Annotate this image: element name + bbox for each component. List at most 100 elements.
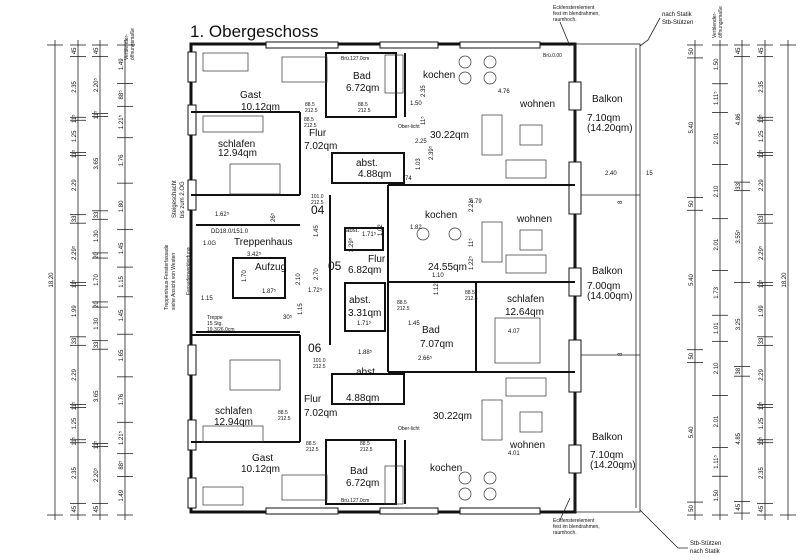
verblender-left-2: öffnungsmaße — [130, 28, 136, 60]
dim-label: 1.76 — [119, 393, 125, 405]
dim-label: 1.50 — [714, 489, 720, 501]
dim-label: 2.29 — [72, 179, 78, 191]
room-abst-top-area: 4.88qm — [358, 169, 391, 180]
room-wohnen-bot-dim: 4.01 — [508, 451, 520, 457]
dim-label: 11⁵ — [71, 436, 78, 445]
dim-label: 33 — [94, 341, 100, 348]
dim-label: 5.40 — [689, 274, 695, 286]
dim-label: 1.73 — [714, 286, 720, 298]
dim-label: 1.11⁵ — [713, 91, 720, 105]
dim-label: 11⁵ — [758, 279, 765, 288]
inner-dimension: 2.70 — [314, 268, 320, 280]
dim-label: 1.30 — [94, 317, 100, 329]
dim-chain-left-b: 452.20⁵11⁵3.65331.30201.70201.30333.6511… — [92, 40, 108, 520]
door-width: 88.5 — [305, 102, 315, 108]
apartment-number-06: 06 — [308, 341, 322, 355]
verblender-right-1: Verblender- — [712, 12, 718, 38]
room-bad-mid-area: 7.07qm — [420, 339, 453, 350]
room-abst-mid1: abst. — [346, 228, 359, 234]
treppenhaus-dd: DD18.0/151.0 — [211, 229, 249, 235]
inner-dimension: 26⁵ — [270, 212, 277, 222]
dim-label: 45 — [736, 503, 742, 510]
fassadenverkleidung: Fassadenverkleidung — [186, 247, 192, 295]
dim-label: 88⁵ — [118, 460, 125, 470]
room-flur-bot: Flur — [304, 394, 322, 405]
eckfenster-bot-2: fest im blendrahmen, — [553, 524, 600, 530]
room-balkon-top-area2: (14.20qm) — [587, 123, 633, 134]
inner-dimension: 74 — [405, 176, 412, 182]
dim-label: 2.35 — [72, 467, 78, 479]
inner-dimension: 1.22⁵ — [468, 255, 475, 270]
inner-dimension: 2.40 — [605, 171, 617, 177]
dim-label: 2.10 — [714, 185, 720, 197]
dim-label: 11⁵ — [758, 114, 765, 123]
inner-dimension: 2.25 — [415, 139, 427, 145]
room-schlafen-bot: schlafen — [215, 406, 252, 417]
inner-dimension: 8 — [618, 200, 624, 204]
dim-label: 2.35 — [759, 80, 765, 92]
room-wohnen-mid-area: 24.55qm — [428, 262, 467, 273]
dim-label: 18.20 — [49, 272, 55, 288]
eckfenster-top-1: Eckfensterelement — [553, 5, 595, 11]
dim-label: 1.49 — [119, 58, 125, 70]
inner-dimension: 2.21⁵ — [468, 197, 475, 212]
dim-label: 11⁵ — [71, 401, 78, 410]
dim-label: 1.50 — [714, 58, 720, 70]
dim-label: 38 — [736, 367, 742, 374]
dim-label: 1.80 — [119, 200, 125, 212]
inner-dimension: 3.42⁵ — [247, 251, 262, 258]
statik-top-1: nach Statik — [662, 12, 693, 18]
dim-label: 18.20 — [782, 272, 788, 288]
dim-label: 1.49 — [119, 489, 125, 501]
bru-top: Brü.127.0cm — [341, 56, 369, 62]
bru-balkon: Brü.0.00 — [543, 53, 562, 59]
dim-label: 5.40 — [689, 121, 695, 133]
door-width: 88.5 — [358, 102, 368, 108]
dim-label: 1.25 — [72, 130, 78, 142]
door-height: 212.5 — [358, 108, 371, 114]
statik-bot-2: nach Statik — [690, 549, 721, 555]
treppe-l2: 15 Stg. — [207, 321, 223, 327]
room-gast-bot-area: 10.12qm — [241, 464, 280, 475]
dim-label: 50 — [689, 47, 695, 54]
dim-label: 33 — [72, 337, 78, 344]
statik-bot-1: Stb-Stützen — [690, 541, 721, 547]
dim-label: 1.25 — [72, 417, 78, 429]
room-flur-top-area: 7.02qm — [304, 141, 337, 152]
room-flur-mid-area: 6.82qm — [348, 265, 381, 276]
dim-label: 50 — [689, 352, 695, 359]
room-gast-top: Gast — [240, 90, 261, 101]
oberlicht-bot: Ober-licht — [398, 426, 420, 432]
dim-label: 4.85 — [736, 432, 742, 444]
inner-dimension: 11⁵ — [420, 116, 427, 125]
room-balkon-top: Balkon — [592, 94, 623, 105]
dim-label: 3.25 — [736, 318, 742, 330]
dim-label: 3.65 — [94, 390, 100, 402]
dim-label: 2.29 — [759, 368, 765, 380]
dim-label: 11⁵ — [758, 401, 765, 410]
inner-dimension: 1.87⁵ — [262, 288, 277, 295]
dim-label: 2.01 — [714, 415, 720, 427]
door-height: 212.5 — [305, 108, 318, 114]
inner-dimension: 4.76 — [498, 89, 510, 95]
inner-dimension: 1.45 — [408, 321, 420, 327]
dim-label: 1.21⁵ — [118, 430, 125, 445]
dim-label: 11⁵ — [93, 440, 100, 449]
room-schlafen-bot-area: 12.94qm — [214, 417, 253, 428]
dim-label: 1.25 — [759, 417, 765, 429]
verblender-right-2: öffnungsmaße — [718, 6, 724, 38]
room-kochen-top: kochen — [423, 70, 455, 81]
treppenhaus-fassade-1: Treppenhaus-Fensterfassade — [164, 244, 170, 310]
verblender-left-1: Verblender- — [124, 34, 130, 60]
room-aufzug: Aufzug — [255, 262, 286, 273]
dim-label: 45 — [736, 47, 742, 54]
room-bad-top: Bad — [353, 71, 371, 82]
room-balkon-mid: Balkon — [592, 266, 623, 277]
eckfenster-bot-1: Eckfensterelement — [553, 518, 595, 524]
room-balkon-bot: Balkon — [592, 432, 623, 443]
dim-label: 33 — [759, 337, 765, 344]
dim-label: 50 — [689, 505, 695, 512]
room-abst-bot-area: 4.88qm — [346, 393, 379, 404]
dim-label: 1.25 — [759, 130, 765, 142]
